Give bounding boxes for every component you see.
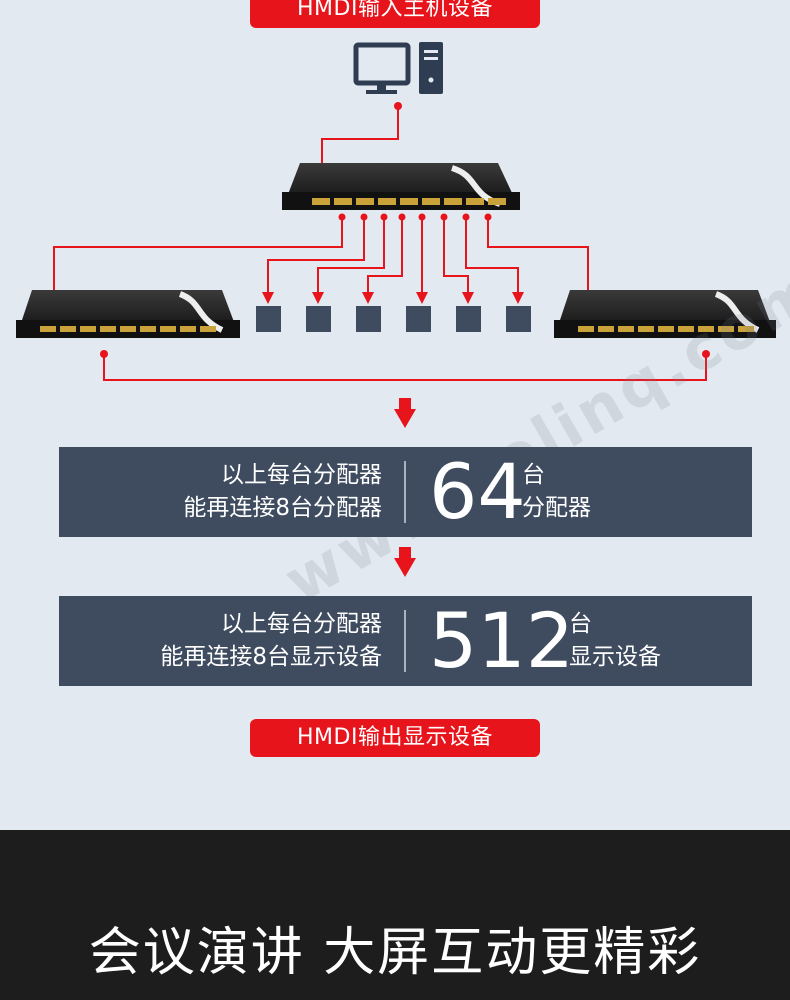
display-device-icon xyxy=(256,306,531,332)
down-arrow-icon xyxy=(394,547,416,577)
computer-icon xyxy=(353,42,443,94)
banner-number: 64 xyxy=(429,447,526,536)
banner-desc-line: 能再连接8台显示设备 xyxy=(160,644,382,670)
hdmi-splitter-icon xyxy=(16,290,240,338)
footer-title: 会议演讲 大屏互动更精彩 xyxy=(88,923,702,983)
topology-diagram: HMDI输入主机设备 xyxy=(16,0,790,757)
hdmi-splitter-icon xyxy=(554,290,776,338)
output-device-label: HMDI输出显示设备 xyxy=(250,719,540,757)
banner-desc-line: 以上每台分配器 xyxy=(221,611,382,637)
hdmi-splitter-icon xyxy=(282,163,520,210)
banner-number: 512 xyxy=(429,596,575,685)
banner-desc-line: 以上每台分配器 xyxy=(221,462,382,488)
banner-splitters: 以上每台分配器 能再连接8台分配器 64 台 分配器 xyxy=(59,447,752,537)
banner-unit-line: 显示设备 xyxy=(569,644,661,670)
banner-displays: 以上每台分配器 能再连接8台显示设备 512 台 显示设备 xyxy=(59,596,752,686)
diagram-graphics xyxy=(16,42,776,577)
banner-desc-line: 能再连接8台分配器 xyxy=(183,495,382,521)
banner-description: 以上每台分配器 能再连接8台显示设备 xyxy=(160,608,382,674)
banner-description: 以上每台分配器 能再连接8台分配器 xyxy=(183,459,382,525)
banner-unit-line: 分配器 xyxy=(522,495,591,521)
banner-unit: 台 分配器 xyxy=(522,459,591,525)
banner-unit-line: 台 xyxy=(569,611,592,637)
down-arrow-icon xyxy=(394,398,416,428)
banner-unit: 台 显示设备 xyxy=(569,608,661,674)
banner-divider xyxy=(404,610,406,672)
footer-banner: 会议演讲 大屏互动更精彩 xyxy=(0,830,790,1000)
banner-divider xyxy=(404,461,406,523)
banner-unit-line: 台 xyxy=(522,462,545,488)
input-device-label: HMDI输入主机设备 xyxy=(250,0,540,28)
